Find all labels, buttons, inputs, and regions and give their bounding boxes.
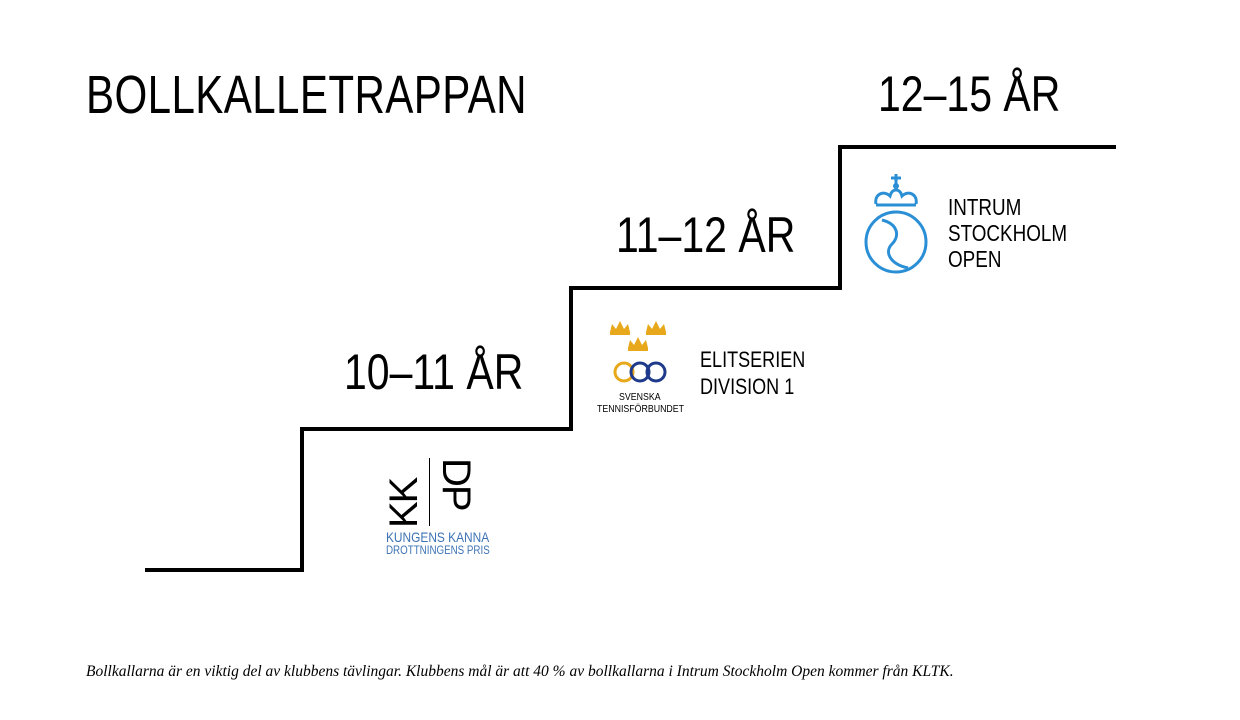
step-age-label: 11–12 ÅR: [616, 207, 796, 263]
kkdp-line2: DROTTNINGENS PRIS: [386, 545, 490, 557]
stf-line1: SVENSKA: [619, 392, 661, 403]
intrum-label: INTRUM STOCKHOLM OPEN: [948, 194, 1067, 272]
step-age-label: 10–11 ÅR: [344, 344, 524, 400]
elitserien-label: ELITSERIEN DIVISION 1: [700, 346, 805, 400]
stf-crowns-icon: [610, 321, 667, 383]
page-title: BOLLKALLETRAPPAN: [86, 65, 527, 125]
elitserien-line2: DIVISION 1: [700, 374, 795, 399]
stf-line2: TENNISFÖRBUNDET: [597, 404, 685, 415]
elitserien-line1: ELITSERIEN: [700, 347, 806, 372]
dp-letters: DP: [434, 458, 478, 510]
kk-letters: KK: [382, 478, 426, 528]
kkdp-line1: KUNGENS KANNA: [386, 529, 490, 545]
crown-tennis-ball-icon: [864, 174, 928, 274]
logo-divider: [429, 458, 430, 526]
intrum-line3: OPEN: [948, 246, 1002, 272]
step-age-label: 12–15 ÅR: [878, 66, 1061, 122]
footer-note: Bollkallarna är en viktig del av klubben…: [86, 663, 954, 680]
intrum-line2: STOCKHOLM: [948, 220, 1068, 246]
intrum-line1: INTRUM: [948, 194, 1022, 220]
